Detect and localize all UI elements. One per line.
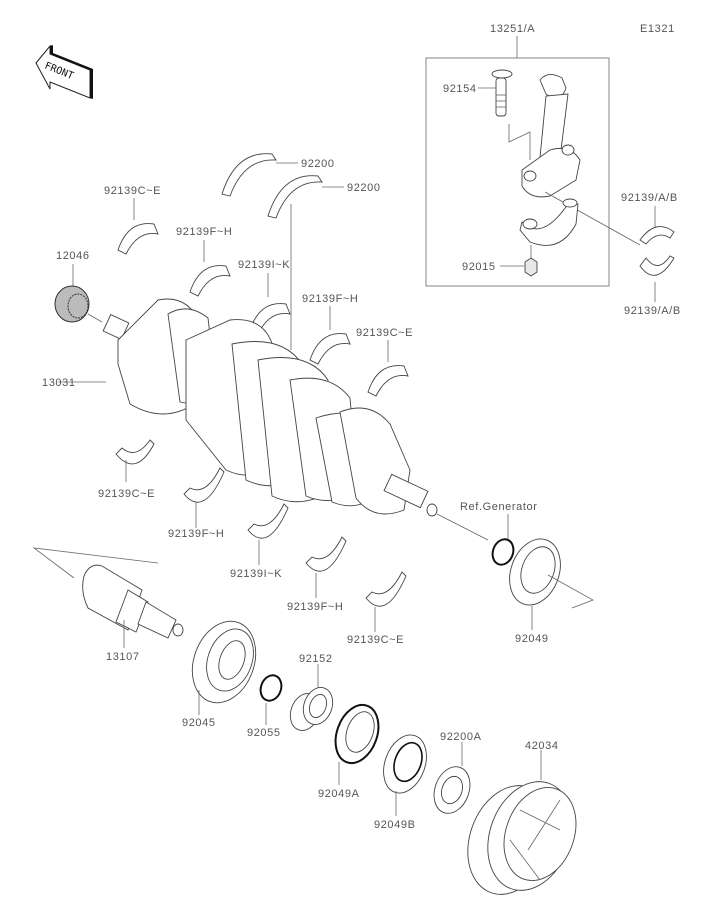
thrust-washer-1-part[interactable] [221, 153, 277, 197]
oil-seal-part[interactable] [501, 532, 569, 612]
o-ring-part[interactable] [257, 672, 285, 703]
label-shaft[interactable]: 13107 [106, 651, 140, 663]
label-main-ce-top2[interactable]: 92139C~E [356, 327, 413, 339]
label-main-ce-bot2[interactable]: 92139C~E [347, 634, 404, 646]
needle-bearing-part[interactable] [54, 285, 90, 323]
label-conrod-assy[interactable]: 13251/A [490, 23, 535, 35]
main-bearing-ce-top2-part[interactable] [367, 365, 409, 397]
diagram-code: E1321 [640, 23, 675, 35]
label-oil-seal[interactable]: 92049 [515, 633, 549, 645]
front-arrow-icon: FRONT [35, 44, 93, 99]
label-seal-b[interactable]: 92049B [374, 819, 416, 831]
crankshaft-part[interactable] [102, 298, 438, 517]
oil-seal-b-part[interactable] [376, 729, 434, 799]
label-thrust-1[interactable]: 92200 [301, 158, 335, 170]
ball-bearing-part[interactable] [181, 612, 266, 711]
conrod-bolt-part[interactable] [491, 69, 513, 117]
label-thrust-2[interactable]: 92200 [347, 182, 381, 194]
label-collar[interactable]: 92152 [299, 653, 333, 665]
conrod-bearing-lower-part[interactable] [639, 255, 675, 276]
thrust-washer-2-part[interactable] [267, 175, 323, 219]
label-main-fh-bot1[interactable]: 92139F~H [168, 528, 224, 540]
conrod-cap-part[interactable] [519, 198, 579, 246]
label-main-fh-top2[interactable]: 92139F~H [302, 293, 358, 305]
output-shaft-part[interactable] [82, 564, 184, 639]
connecting-rod-part[interactable] [521, 74, 581, 198]
label-ball-bearing[interactable]: 92045 [182, 717, 216, 729]
label-main-ce-bot1[interactable]: 92139C~E [98, 488, 155, 500]
label-main-ik-bot[interactable]: 92139I~K [230, 568, 282, 580]
conrod-bearing-upper-part[interactable] [639, 226, 675, 245]
sprocket-part[interactable] [453, 770, 588, 907]
main-bearing-fh-top1-part[interactable] [189, 265, 231, 297]
washer-part[interactable] [428, 762, 476, 819]
conrod-assembly-group: 13251/A 92154 92015 [425, 23, 641, 287]
label-crankshaft[interactable]: 13031 [42, 377, 76, 389]
label-sprocket[interactable]: 42034 [525, 740, 559, 752]
collar-part[interactable] [285, 683, 337, 734]
label-main-ce-top[interactable]: 92139C~E [104, 185, 161, 197]
ref-generator-label[interactable]: Ref.Generator [460, 501, 538, 513]
label-main-fh-top1[interactable]: 92139F~H [176, 226, 232, 238]
main-bearing-ce-top-part[interactable] [117, 223, 159, 255]
main-bearing-fh-bot2-part[interactable] [305, 536, 347, 572]
label-seal-a[interactable]: 92049A [318, 788, 360, 800]
main-bearing-ik-bot-part[interactable] [247, 503, 289, 539]
main-bearing-ce-bot2-part[interactable] [365, 571, 407, 607]
label-conrod-nut[interactable]: 92015 [462, 261, 496, 273]
label-conrod-bolt[interactable]: 92154 [443, 83, 477, 95]
main-bearing-ce-bot1-part[interactable] [115, 439, 155, 465]
label-o-ring[interactable]: 92055 [247, 727, 281, 739]
main-bearing-fh-bot1-part[interactable] [183, 467, 225, 503]
label-washer[interactable]: 92200A [440, 731, 482, 743]
main-bearing-fh-top2-part[interactable] [309, 333, 351, 365]
oil-seal-a-part[interactable] [328, 699, 386, 769]
label-conrod-bearing-lower[interactable]: 92139/A/B [624, 305, 681, 317]
label-conrod-bearing-upper[interactable]: 92139/A/B [621, 192, 678, 204]
label-needle-bearing[interactable]: 12046 [56, 250, 90, 262]
o-ring-generator-part[interactable] [489, 536, 517, 567]
conrod-nut-part[interactable] [524, 257, 538, 277]
conrod-assembly-box [425, 57, 610, 287]
label-main-ik-top[interactable]: 92139I~K [238, 259, 290, 271]
label-main-fh-bot2[interactable]: 92139F~H [287, 601, 343, 613]
